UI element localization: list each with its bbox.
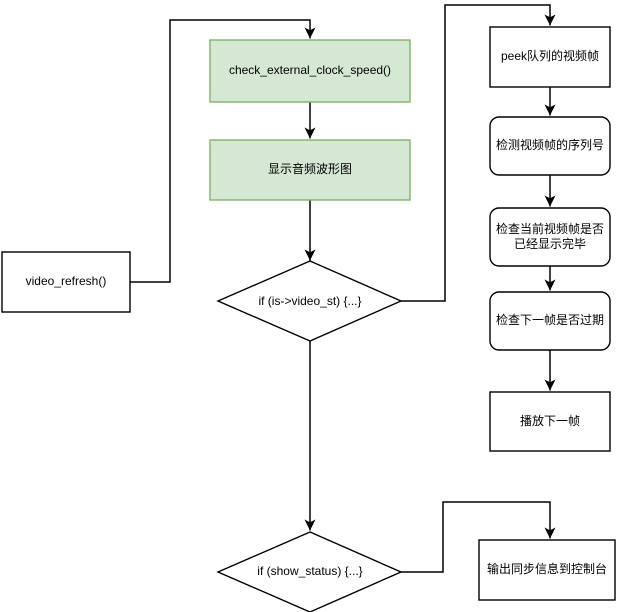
node-peek-queue-video-frame-shape <box>489 26 611 88</box>
node-output-sync-info-shape <box>478 539 616 601</box>
edge-if-show-status-to-output <box>401 501 556 573</box>
node-check-next-frame-expired-shape <box>489 291 611 351</box>
edge-if-video-st-to-peek <box>401 4 556 302</box>
node-show-audio-waveform-shape <box>209 139 411 201</box>
node-check-external-clock-speed-shape <box>209 39 411 103</box>
node-play-next-frame-shape <box>489 391 611 452</box>
node-check-current-frame-displayed-shape <box>489 207 611 267</box>
edge-video-refresh-to-check-clock <box>130 19 316 283</box>
node-video-refresh-shape <box>1 251 131 313</box>
node-check-frame-serial-shape <box>489 116 611 176</box>
node-if-video-st-shape <box>216 260 403 342</box>
node-if-show-status-shape <box>216 531 403 612</box>
node-layer <box>1 26 616 612</box>
edge-layer <box>130 4 556 573</box>
